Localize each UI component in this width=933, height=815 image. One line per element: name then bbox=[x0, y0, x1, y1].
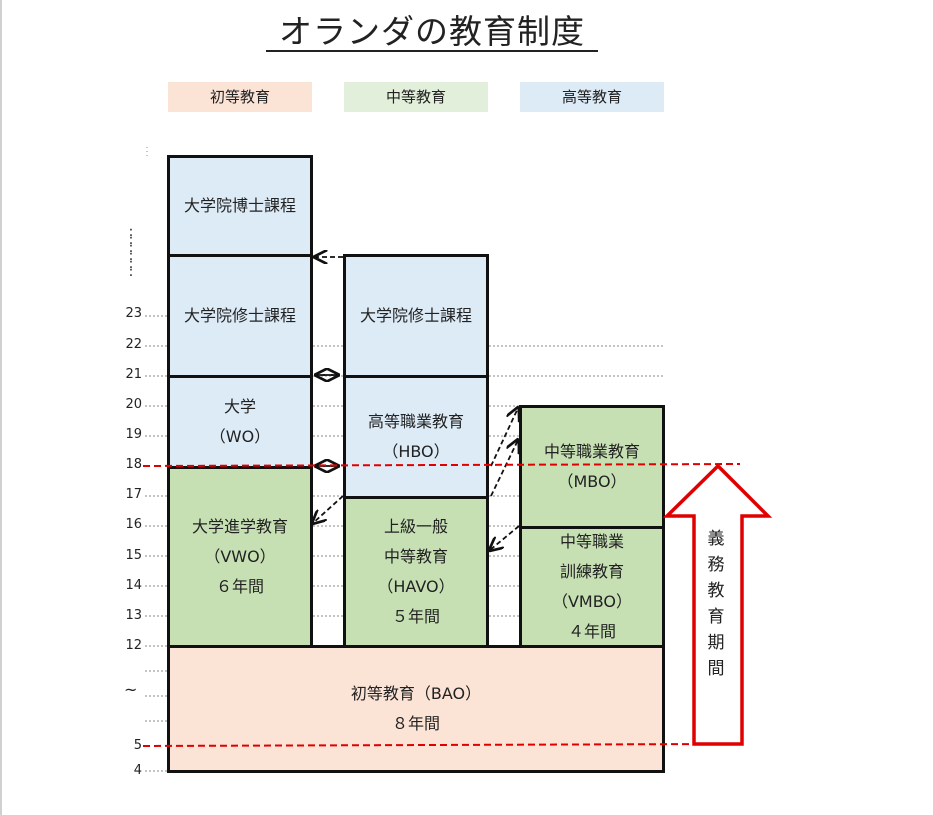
compulsory-char-6: 間 bbox=[707, 659, 725, 679]
havo-duration: ５年間 bbox=[391, 607, 440, 626]
hbo-abbr: （HBO） bbox=[382, 442, 450, 461]
compulsory-char-4: 育 bbox=[707, 607, 725, 627]
box-vwo: 大学進学教育 （VWO） ６年間 bbox=[167, 466, 313, 648]
age-axis-tilde: ~ bbox=[124, 680, 138, 699]
bao-label: 初等教育（BAO） bbox=[350, 684, 482, 703]
age-tick-4: 4 bbox=[133, 763, 142, 778]
vmbo-label-2: 訓練教育 bbox=[559, 562, 624, 581]
age-tick-17: 17 bbox=[125, 487, 142, 502]
vmbo-label-1: 中等職業 bbox=[559, 532, 624, 551]
university-abbr: （WO） bbox=[209, 427, 271, 446]
box-mbo: 中等職業教育 （MBO） bbox=[519, 405, 665, 529]
vwo-label: 大学進学教育 bbox=[191, 517, 288, 536]
age-tick-19: 19 bbox=[125, 427, 142, 442]
mbo-abbr: （MBO） bbox=[557, 472, 627, 491]
age-tick-22: 22 bbox=[125, 337, 142, 352]
legend-primary-education: 初等教育 bbox=[168, 82, 312, 112]
page-title: オランダの教育制度 bbox=[279, 12, 585, 51]
age-tick-14: 14 bbox=[125, 578, 142, 593]
wo-masters-label: 大学院修士課程 bbox=[183, 306, 296, 325]
age-tick-21: 21 bbox=[125, 367, 142, 382]
havo-label-1: 上級一般 bbox=[383, 517, 448, 536]
age-tick-20: 20 bbox=[125, 397, 142, 412]
vmbo-duration: ４年間 bbox=[567, 622, 616, 641]
box-vmbo: 中等職業 訓練教育 （VMBO） ４年間 bbox=[519, 526, 665, 648]
vmbo-abbr: （VMBO） bbox=[551, 592, 633, 611]
vwo-duration: ６年間 bbox=[215, 577, 264, 596]
box-havo: 上級一般 中等教育 （HAVO） ５年間 bbox=[343, 496, 489, 648]
havo-label-2: 中等教育 bbox=[383, 547, 448, 566]
arrow-vmbo-to-havo bbox=[490, 525, 520, 550]
compulsory-period-label: 義 務 教 育 期 間 bbox=[702, 526, 730, 682]
age-tick-12: 12 bbox=[125, 638, 142, 653]
box-doctoral-program: 大学院博士課程 bbox=[167, 155, 313, 257]
legend-secondary-education: 中等教育 bbox=[344, 82, 488, 112]
hbo-masters-label: 大学院修士課程 bbox=[359, 306, 472, 325]
age-tick-23: 23 bbox=[125, 306, 142, 321]
age-tick-18: 18 bbox=[125, 457, 142, 472]
compulsory-char-2: 務 bbox=[707, 555, 725, 575]
vwo-abbr: （VWO） bbox=[204, 547, 276, 566]
box-wo-masters-program: 大学院修士課程 bbox=[167, 254, 313, 378]
compulsory-period-arrow bbox=[662, 463, 773, 746]
age-tick-13: 13 bbox=[125, 608, 142, 623]
arrow-hbo-to-vwo bbox=[313, 495, 344, 523]
box-hbo: 高等職業教育 （HBO） bbox=[343, 375, 489, 499]
havo-abbr: （HAVO） bbox=[377, 577, 455, 596]
age-axis-ellipsis: :::::: bbox=[128, 224, 134, 280]
doctoral-label: 大学院博士課程 bbox=[183, 196, 296, 215]
arrow-mbo-to-hbo-1 bbox=[490, 408, 518, 467]
legend-higher-education: 高等教育 bbox=[520, 82, 664, 112]
box-primary-bao: 初等教育（BAO） ８年間 bbox=[167, 645, 665, 773]
compulsory-char-3: 教 bbox=[707, 581, 725, 601]
compulsory-age5-line bbox=[142, 743, 717, 747]
university-label: 大学 bbox=[223, 397, 256, 416]
age-tick-15: 15 bbox=[125, 548, 142, 563]
bao-duration: ８年間 bbox=[391, 714, 440, 733]
compulsory-age18-line bbox=[142, 463, 741, 467]
compulsory-char-5: 期 bbox=[707, 633, 725, 653]
compulsory-char-1: 義 bbox=[707, 529, 725, 549]
arrow-mbo-to-hbo-2 bbox=[490, 440, 518, 497]
box-university-wo: 大学 （WO） bbox=[167, 375, 313, 469]
page-left-border bbox=[0, 0, 2, 815]
hbo-label: 高等職業教育 bbox=[367, 412, 464, 431]
mbo-label: 中等職業教育 bbox=[543, 442, 640, 461]
title-underline bbox=[266, 50, 598, 52]
age-tick-16: 16 bbox=[125, 517, 142, 532]
age-tick-5: 5 bbox=[133, 738, 142, 753]
